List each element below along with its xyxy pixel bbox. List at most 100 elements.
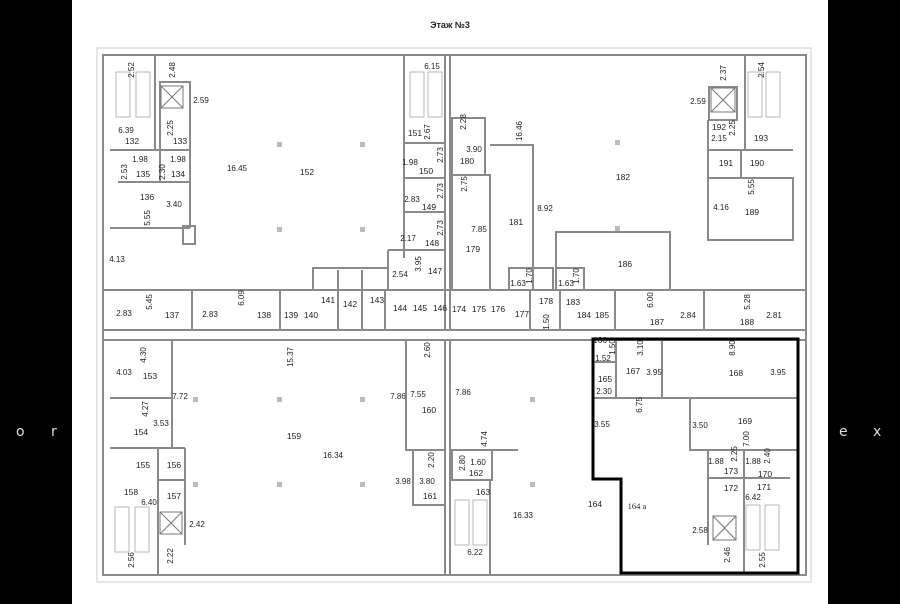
dimension-label: 2.25 (728, 120, 737, 136)
dimension-label: 7.85 (471, 225, 487, 234)
dimension-label: 1.63 (558, 279, 574, 288)
dimension-label: 3.98 (395, 477, 411, 486)
room-number: 142 (342, 298, 358, 309)
room-number: 145 (412, 302, 428, 313)
dimension-label: 2.42 (189, 520, 205, 529)
columns (193, 140, 620, 487)
dimension-label: 2.17 (400, 234, 416, 243)
walls (102, 54, 807, 576)
highlighted-area-outline (591, 337, 800, 575)
dimension-label: 1.50 (608, 339, 617, 355)
dimension-label: 5.45 (145, 294, 154, 310)
room-number: 181 (508, 216, 524, 227)
dimension-label: 1.70 (525, 268, 534, 284)
room-number: 187 (649, 316, 665, 327)
dimension-label: 2.55 (758, 552, 767, 568)
dimension-label: 7.86 (390, 392, 406, 401)
room-number: 162 (468, 467, 484, 478)
dimension-label: 2.30 (158, 164, 167, 180)
room-number: 152 (299, 166, 315, 177)
dimension-label: 16.45 (226, 164, 248, 173)
dimension-label: 4.03 (116, 368, 132, 377)
room-number: 185 (594, 309, 610, 320)
room-number: 164 (587, 498, 603, 509)
dimension-label: 5.55 (747, 179, 756, 195)
room-number: 147 (427, 265, 443, 276)
dimension-label: 4.74 (480, 431, 489, 447)
right-black-bar (828, 0, 900, 604)
room-number: 158 (123, 486, 139, 497)
room-number: 146 (432, 302, 448, 313)
room-number: 161 (422, 490, 438, 501)
room-number: 132 (124, 135, 140, 146)
dimension-label: 8.90 (728, 340, 737, 356)
dimension-label: 16.33 (512, 511, 534, 520)
dimension-label: 6.39 (118, 126, 134, 135)
dimension-label: 3.95 (414, 256, 423, 272)
floor-title: Этаж №3 (430, 20, 470, 30)
dimension-label: 4.30 (139, 347, 148, 363)
side-text: x (873, 424, 882, 440)
room-number: 153 (142, 370, 158, 381)
dimension-label: 4.27 (141, 401, 150, 417)
room-number: 165 (597, 373, 613, 384)
dimension-label: 1.60 (470, 458, 486, 467)
room-number: 166 (592, 334, 608, 345)
dimension-label: 6.75 (635, 397, 644, 413)
room-number: 182 (615, 171, 631, 182)
room-number: 163 (475, 486, 491, 497)
dimension-label: 2.83 (202, 310, 218, 319)
dimension-label: 2.25 (166, 120, 175, 136)
dimension-label: 1.70 (572, 268, 581, 284)
left-black-bar (0, 0, 72, 604)
room-number: 170 (757, 468, 773, 479)
dimension-label: 6.00 (646, 292, 655, 308)
dimension-label: 15.37 (286, 346, 295, 368)
room-number: 171 (756, 481, 772, 492)
dimension-label: 1.88 (745, 457, 761, 466)
room-number: 186 (617, 258, 633, 269)
dimension-label: 2.67 (423, 124, 432, 140)
dimension-label: 2.58 (692, 526, 708, 535)
dimension-label: 2.25 (730, 446, 739, 462)
room-number: 150 (418, 165, 434, 176)
room-number: 184 (576, 309, 592, 320)
dimension-label: 2.56 (127, 552, 136, 568)
room-number: 140 (303, 309, 319, 320)
room-number: 169 (737, 415, 753, 426)
dimension-label: 2.60 (423, 342, 432, 358)
dimension-label: 3.55 (594, 420, 610, 429)
room-number: 154 (133, 426, 149, 437)
room-number: 135 (135, 168, 151, 179)
dimension-label: 5.28 (743, 294, 752, 310)
room-number: 188 (739, 316, 755, 327)
dimension-label: 5.55 (143, 210, 152, 226)
dimension-label: 2.37 (719, 65, 728, 81)
dimension-label: 3.80 (419, 477, 435, 486)
dimension-label: 2.46 (723, 547, 732, 563)
dimension-label: 2.30 (596, 387, 612, 396)
room-number: 157 (166, 490, 182, 501)
dimension-label: 2.81 (766, 311, 782, 320)
dimension-label: 2.40 (763, 448, 772, 464)
dimension-label: 7.00 (742, 431, 751, 447)
dimension-label: 2.52 (127, 62, 136, 78)
dimension-label: 2.54 (757, 62, 766, 78)
dimension-label: 6.22 (467, 548, 483, 557)
room-number: 192 (711, 121, 727, 132)
dimension-label: 1.88 (708, 457, 724, 466)
room-number: 164 а (627, 500, 647, 511)
side-text: o (16, 424, 25, 440)
room-number: 144 (392, 302, 408, 313)
dimension-label: 3.50 (692, 421, 708, 430)
dimension-label: 2.75 (460, 176, 469, 192)
dimension-label: 1.98 (132, 155, 148, 164)
dimension-label: 2.84 (680, 311, 696, 320)
dimension-label: 2.59 (193, 96, 209, 105)
dimension-label: 8.92 (537, 204, 553, 213)
dimension-label: 16.34 (322, 451, 344, 460)
dimension-label: 1.98 (170, 155, 186, 164)
dimension-label: 2.53 (120, 164, 129, 180)
dimension-label: 2.20 (427, 452, 436, 468)
